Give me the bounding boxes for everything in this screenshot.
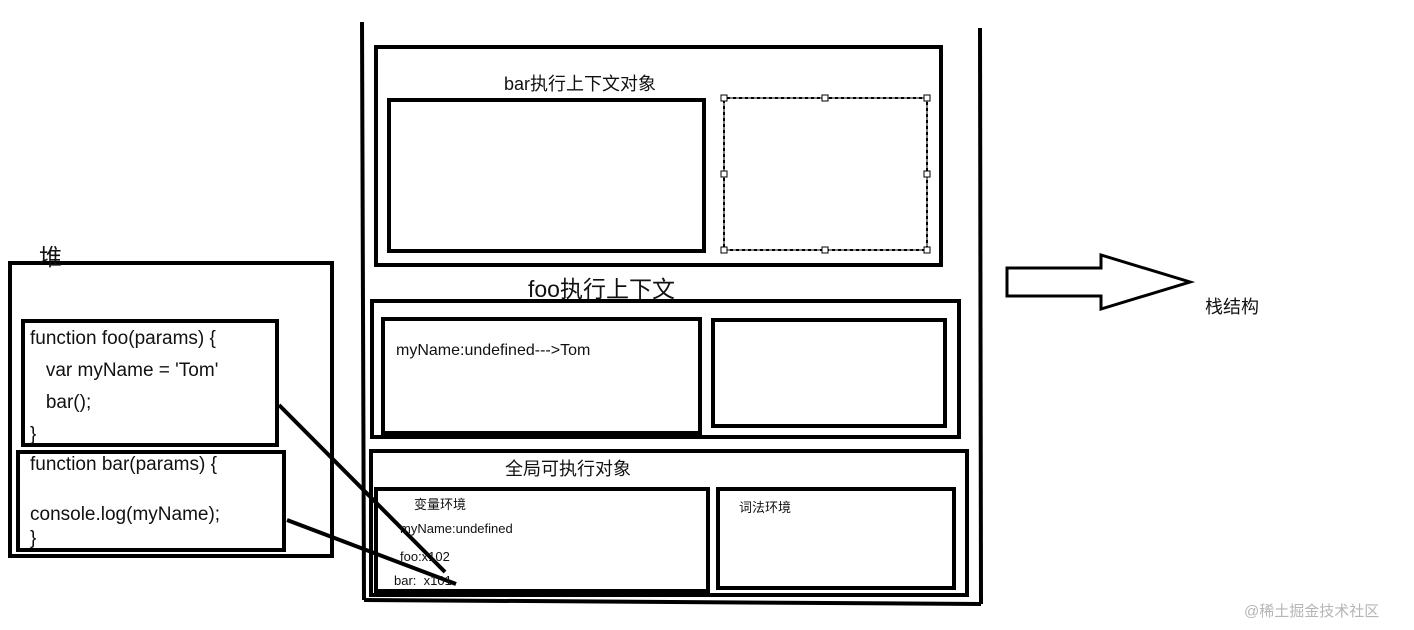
stack-structure-label: 栈结构 xyxy=(1205,297,1259,317)
stack-left-wall xyxy=(360,21,366,601)
foo-code-line-2: var myName = 'Tom' xyxy=(30,360,219,381)
global-variable-env-title: 变量环境 xyxy=(414,497,467,512)
global-context-box xyxy=(369,449,969,597)
foo-context-box xyxy=(370,299,961,439)
global-lexical-env-box xyxy=(716,487,956,590)
bar-variable-env-box xyxy=(387,98,706,253)
bar-code-line-4: } xyxy=(30,528,37,549)
global-context-title: 全局可执行对象 xyxy=(505,459,631,479)
foo-code-line-1: function foo(params) { xyxy=(30,328,216,349)
watermark: @稀土掘金技术社区 xyxy=(1244,603,1380,620)
global-var-foo: foo:x102 xyxy=(400,549,450,564)
foo-code-line-4: } xyxy=(30,424,37,445)
heap-label: 堆 xyxy=(39,244,62,270)
bar-code-line-3: console.log(myName); xyxy=(30,504,221,525)
right-arrow-icon xyxy=(1005,252,1196,312)
foo-reference-line xyxy=(277,403,447,574)
foo-variable-env-text: myName:undefined--->Tom xyxy=(396,342,591,359)
foo-context-title: foo执行上下文 xyxy=(528,276,675,302)
bar-code-line-1: function bar(params) { xyxy=(30,454,217,475)
selected-box xyxy=(720,94,931,254)
stack-bottom-wall xyxy=(363,598,982,606)
bar-reference-line xyxy=(286,518,457,586)
global-var-myname: myName:undefined xyxy=(400,521,513,536)
foo-lexical-env-box xyxy=(711,318,947,428)
global-variable-env-box xyxy=(374,487,710,593)
bar-context-title: bar执行上下文对象 xyxy=(504,74,657,94)
foo-variable-env-box xyxy=(381,317,702,435)
heap-box xyxy=(8,261,334,558)
stack-right-wall xyxy=(978,27,983,605)
global-lexical-env-title: 词法环境 xyxy=(739,500,792,515)
foo-function-box xyxy=(21,319,279,447)
bar-function-box xyxy=(16,450,286,552)
foo-code-line-3: bar(); xyxy=(30,392,92,413)
global-var-bar: bar: x101 xyxy=(394,573,452,588)
bar-context-box xyxy=(374,45,943,267)
